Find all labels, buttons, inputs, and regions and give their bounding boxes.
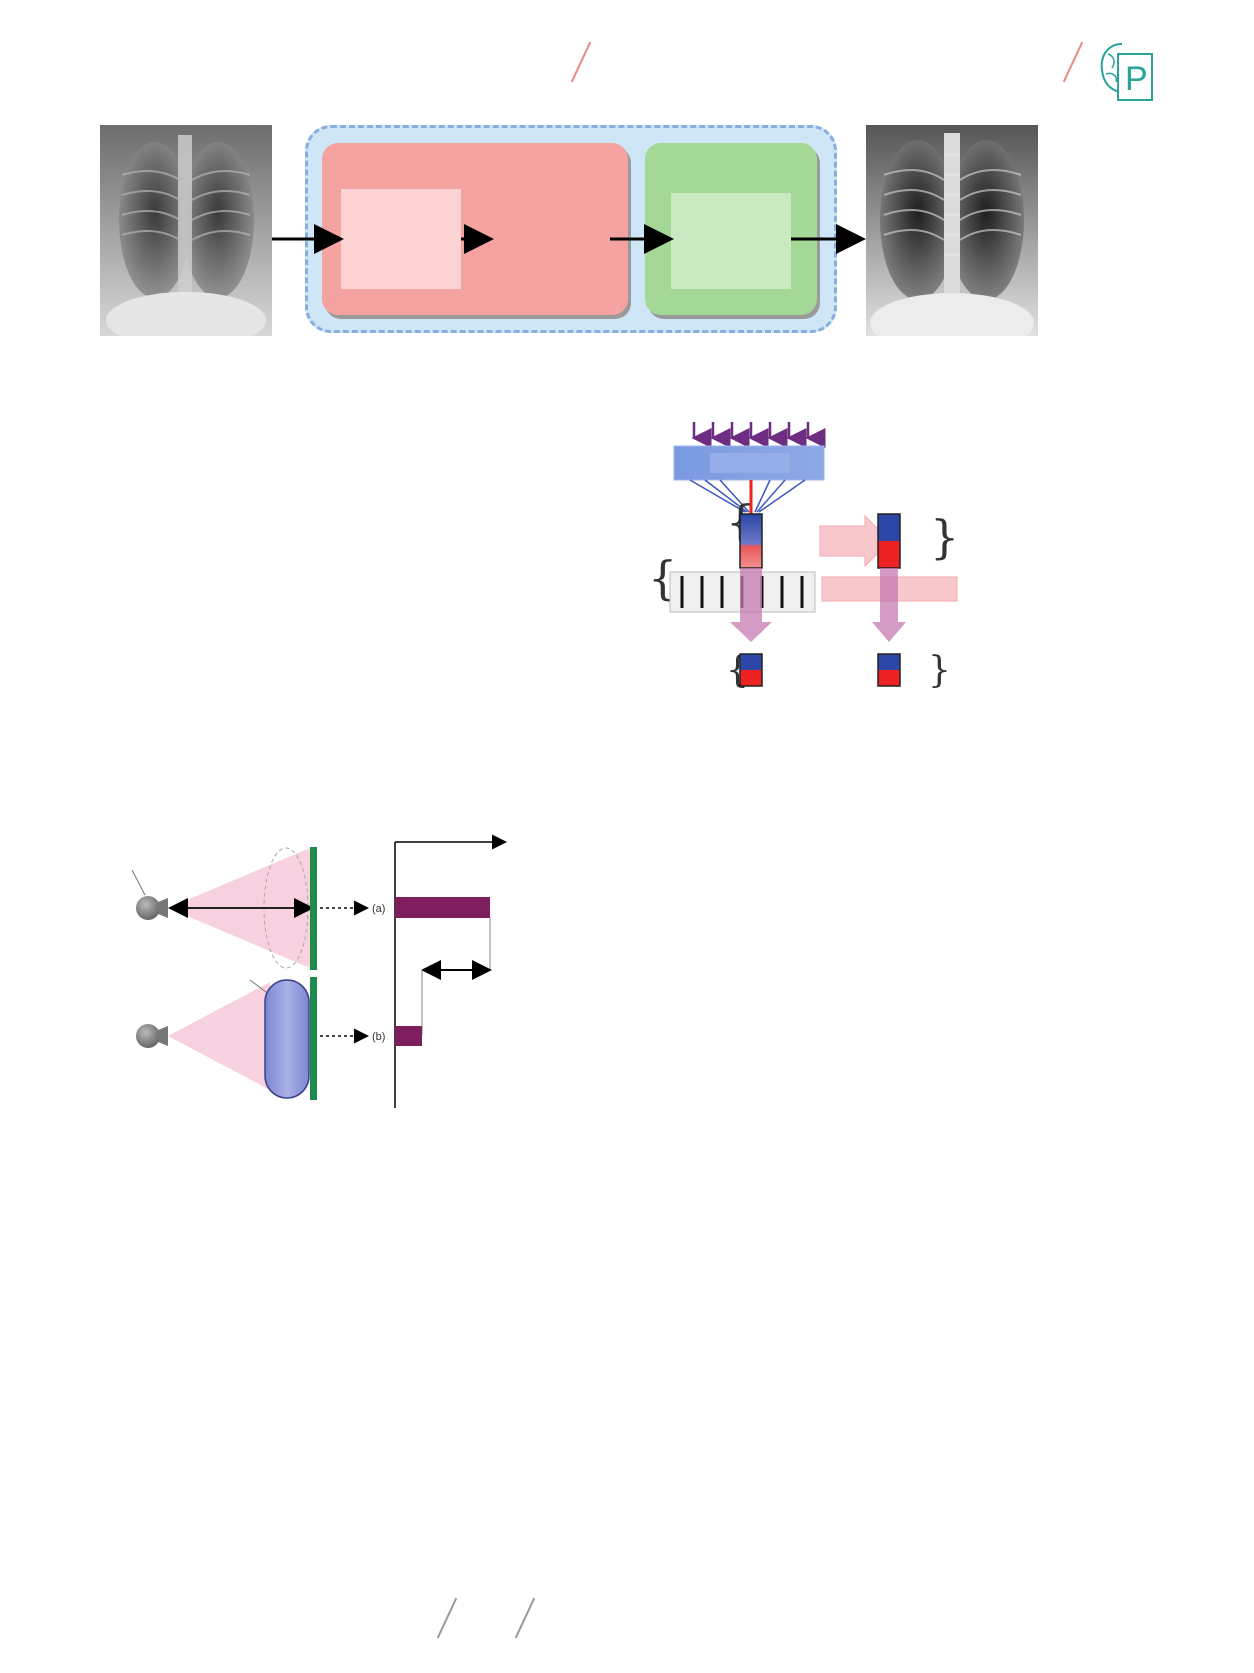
pipeline-arrows — [272, 224, 866, 254]
label-b: (b) — [372, 1031, 385, 1043]
attenuation-diagram: (a) (b) — [131, 834, 507, 1108]
xray-source-b — [136, 1024, 160, 1048]
footer-divider-left — [436, 1597, 458, 1639]
signal-bar-a — [395, 897, 490, 918]
detector-cell-1 — [739, 513, 763, 569]
chest-xray-input — [100, 125, 272, 336]
detector-cell-2 — [877, 513, 901, 569]
pipeline-inner-red — [341, 189, 461, 289]
detector-cell-4 — [877, 653, 901, 687]
brain-p-logo-icon: P — [1096, 40, 1156, 104]
patient-body — [264, 979, 310, 1099]
detector-cell-3 — [739, 653, 763, 687]
chest-xray-output — [866, 125, 1038, 336]
pipeline-inner-green — [671, 193, 791, 289]
logo-letter: P — [1125, 60, 1148, 98]
scintillator-layer — [673, 445, 825, 481]
detector-diagram: { } { { } — [648, 422, 959, 691]
svg-text:}: } — [930, 510, 959, 564]
xray-source-a — [136, 896, 160, 920]
detector-plate-b — [310, 977, 317, 1100]
signal-bar-b — [395, 1026, 422, 1046]
footer-divider-right — [514, 1597, 536, 1639]
beam-cone-b — [168, 982, 270, 1090]
label-a: (a) — [372, 903, 385, 915]
detector-plate-a — [310, 847, 317, 970]
svg-text:}: } — [928, 650, 951, 691]
